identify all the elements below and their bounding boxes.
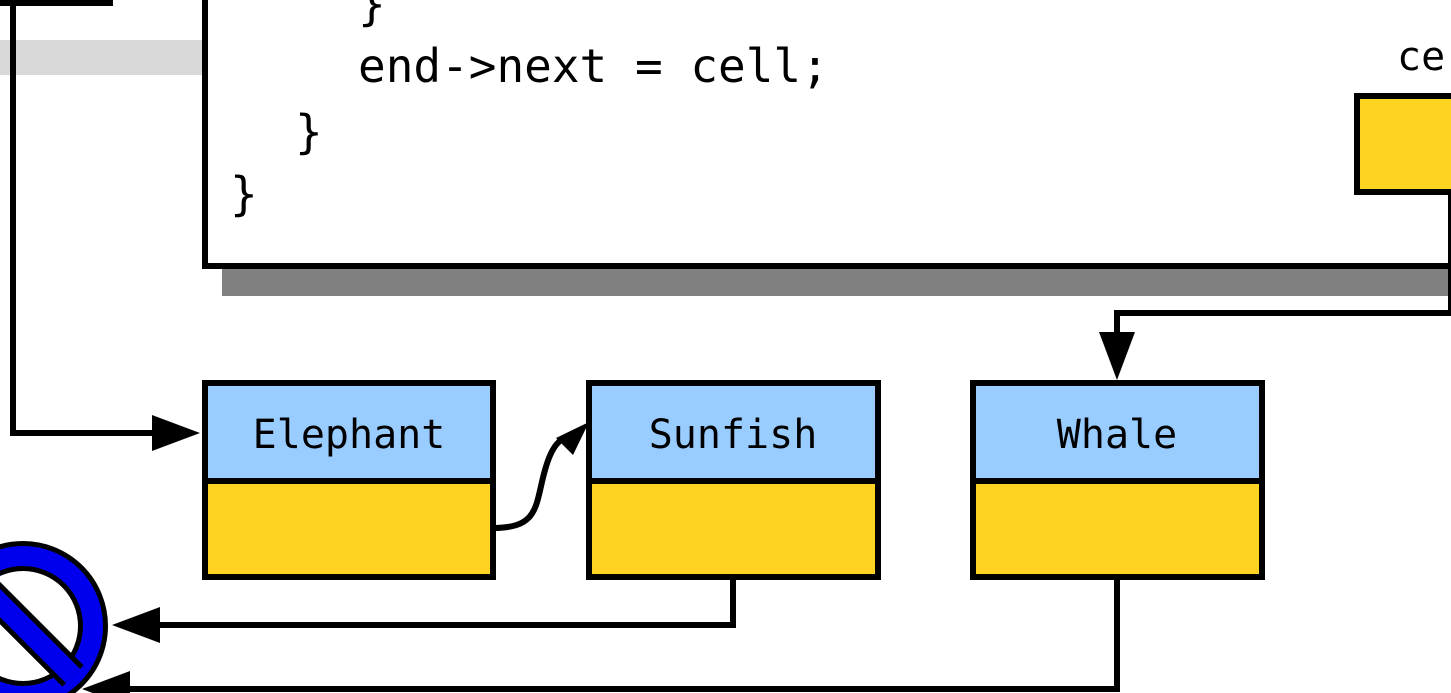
node-elephant-label: Elephant xyxy=(253,412,446,458)
code-panel-shadow xyxy=(222,268,1451,296)
node-elephant: Elephant xyxy=(202,380,496,580)
node-whale: Whale xyxy=(970,380,1265,580)
head-pointer-box-edge xyxy=(0,0,113,6)
head-to-elephant-arrowhead xyxy=(152,415,200,451)
code-panel xyxy=(202,0,1451,269)
background-shadow-strip xyxy=(0,40,205,75)
node-elephant-value xyxy=(202,380,496,484)
node-sunfish: Sunfish xyxy=(586,380,881,580)
code-line-assignment: end->next = cell; xyxy=(358,39,829,93)
elephant-to-sunfish-arrow xyxy=(492,432,573,531)
code-line-brace-1: } xyxy=(358,0,386,31)
head-to-elephant-arrow xyxy=(10,0,158,436)
code-line-brace-2: } xyxy=(295,105,323,159)
node-elephant-next xyxy=(202,478,496,580)
node-whale-label: Whale xyxy=(1057,412,1177,458)
whale-to-null-arrowhead xyxy=(82,671,130,693)
elephant-to-sunfish-arrowhead xyxy=(556,422,589,455)
code-line-brace-3: } xyxy=(230,167,258,221)
cell-to-whale-arrowhead xyxy=(1099,332,1135,380)
node-sunfish-next xyxy=(586,478,881,580)
cell-to-whale-arrow xyxy=(1114,192,1451,340)
sunfish-to-null-arrowhead xyxy=(112,607,160,643)
node-sunfish-label: Sunfish xyxy=(649,412,818,458)
cell-variable-label: ce xyxy=(1397,34,1445,80)
sunfish-to-null-arrow xyxy=(150,577,736,628)
node-whale-next xyxy=(970,478,1265,580)
cell-variable-box xyxy=(1354,93,1451,195)
whale-to-null-arrow xyxy=(120,577,1120,692)
null-symbol-icon xyxy=(0,541,108,693)
